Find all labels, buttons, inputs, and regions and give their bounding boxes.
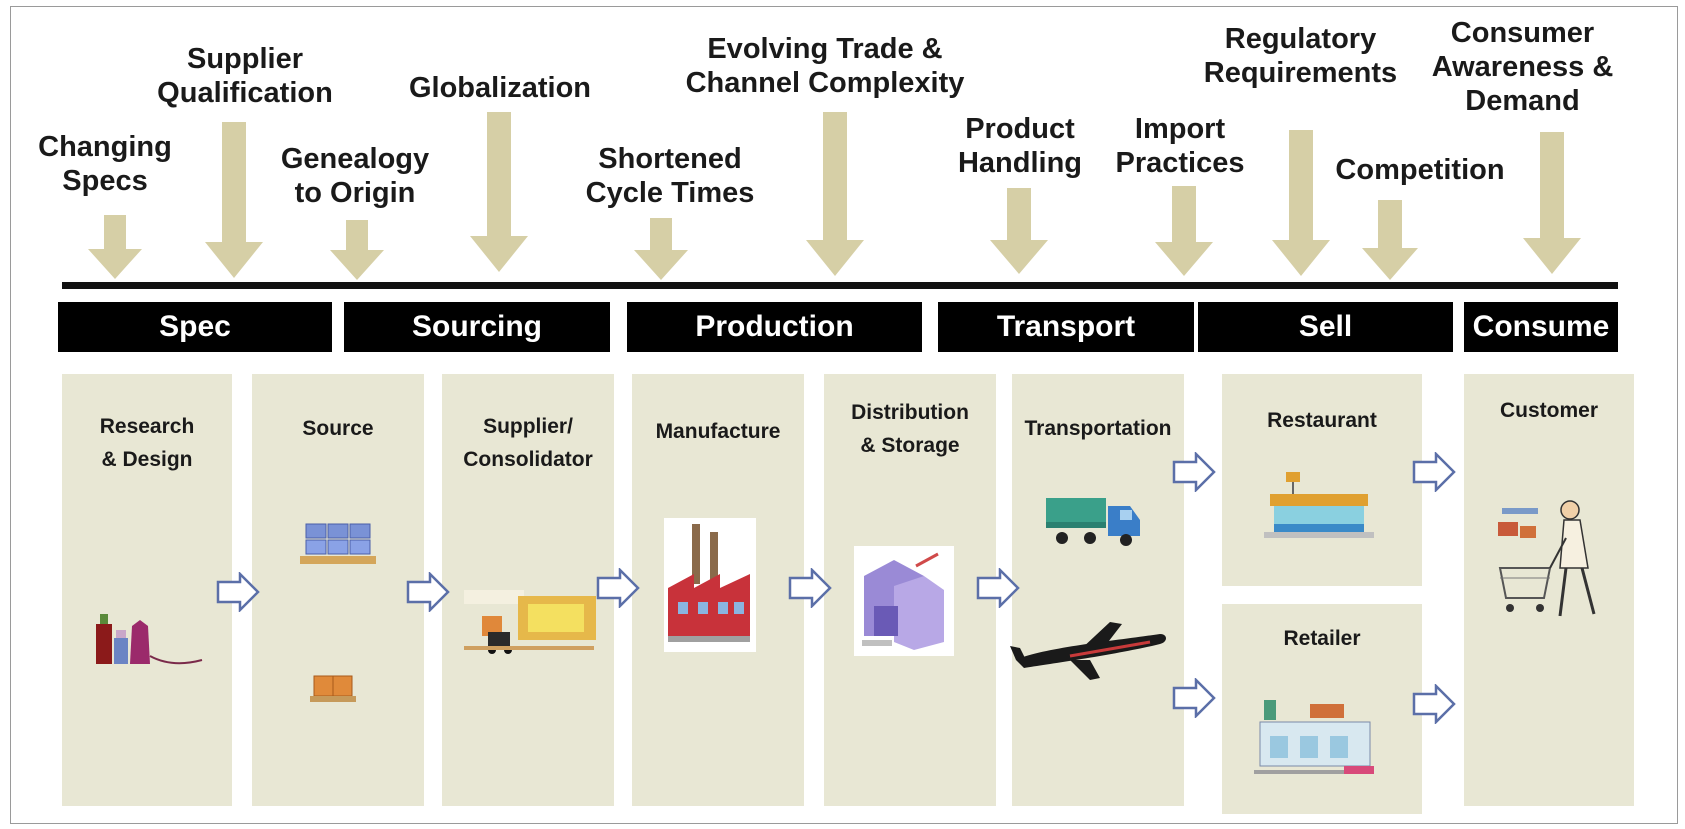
stage-consume: Consume (1464, 302, 1618, 352)
column-source (252, 374, 424, 806)
label-customer: Customer (1499, 399, 1599, 422)
flow-arrow-2 (406, 572, 450, 612)
column-research-design (62, 374, 232, 806)
flow-arrow-4 (788, 568, 832, 608)
flow-arrow-to-restaurant (1172, 452, 1216, 492)
restaurant-building-icon (1264, 470, 1374, 540)
pressure-arrow-shortened-cycle-times (634, 218, 688, 280)
pressure-competition: Competition (1335, 154, 1505, 186)
label-distribution: Distribution& Storage (851, 401, 969, 457)
pressure-arrow-competition (1362, 200, 1418, 280)
lab-bottles-icon (92, 606, 204, 666)
diagram-frame (10, 6, 1678, 824)
flow-arrow-3 (596, 568, 640, 608)
pressure-arrow-regulatory-requirements (1272, 130, 1330, 276)
label-restaurant: Restaurant (1267, 409, 1377, 432)
label-research-design: Research& Design (99, 415, 195, 471)
pressure-arrow-product-handling (990, 188, 1048, 274)
truck-icon (1044, 492, 1144, 552)
flow-arrow-retailer-to-customer (1412, 684, 1456, 724)
flow-arrow-restaurant-to-customer (1412, 452, 1456, 492)
pallet-boxes-icon (298, 520, 378, 570)
stage-sell: Sell (1198, 302, 1453, 352)
label-source: Source (302, 417, 374, 440)
pressure-globalization: Globalization (408, 72, 592, 104)
pressure-arrow-changing-specs (88, 215, 142, 279)
label-retailer: Retailer (1283, 627, 1361, 650)
label-transportation: Transportation (1024, 417, 1172, 440)
storage-building-icon (854, 546, 954, 656)
timeline-bar (62, 282, 1618, 289)
pressure-arrow-globalization (470, 112, 528, 272)
shopper-cart-icon (1494, 498, 1604, 628)
factory-icon (664, 518, 756, 652)
pressure-evolving-trade: Evolving Trade &Channel Complexity (685, 33, 965, 99)
flow-arrow-5 (976, 568, 1020, 608)
label-manufacture: Manufacture (655, 420, 781, 443)
airplane-icon (1010, 620, 1170, 682)
stage-spec: Spec (58, 302, 332, 352)
column-customer (1464, 374, 1634, 806)
pressure-arrow-consumer-awareness (1523, 132, 1581, 274)
pressure-arrow-import-practices (1155, 186, 1213, 276)
pressure-arrow-supplier-qualification (205, 122, 263, 278)
stage-production: Production (627, 302, 922, 352)
stage-transport: Transport (938, 302, 1194, 352)
flow-arrow-1 (216, 572, 260, 612)
pressure-arrow-genealogy-to-origin (330, 220, 384, 280)
pressure-arrow-evolving-trade (806, 112, 864, 276)
column-transportation (1012, 374, 1184, 806)
flow-arrow-to-retailer (1172, 678, 1216, 718)
stage-sourcing: Sourcing (344, 302, 610, 352)
column-restaurant (1222, 374, 1422, 586)
label-supplier: Supplier/Consolidator (463, 415, 593, 471)
warehouse-forklift-icon (462, 586, 598, 656)
small-crate-icon (310, 672, 360, 704)
retail-store-icon (1254, 696, 1384, 780)
